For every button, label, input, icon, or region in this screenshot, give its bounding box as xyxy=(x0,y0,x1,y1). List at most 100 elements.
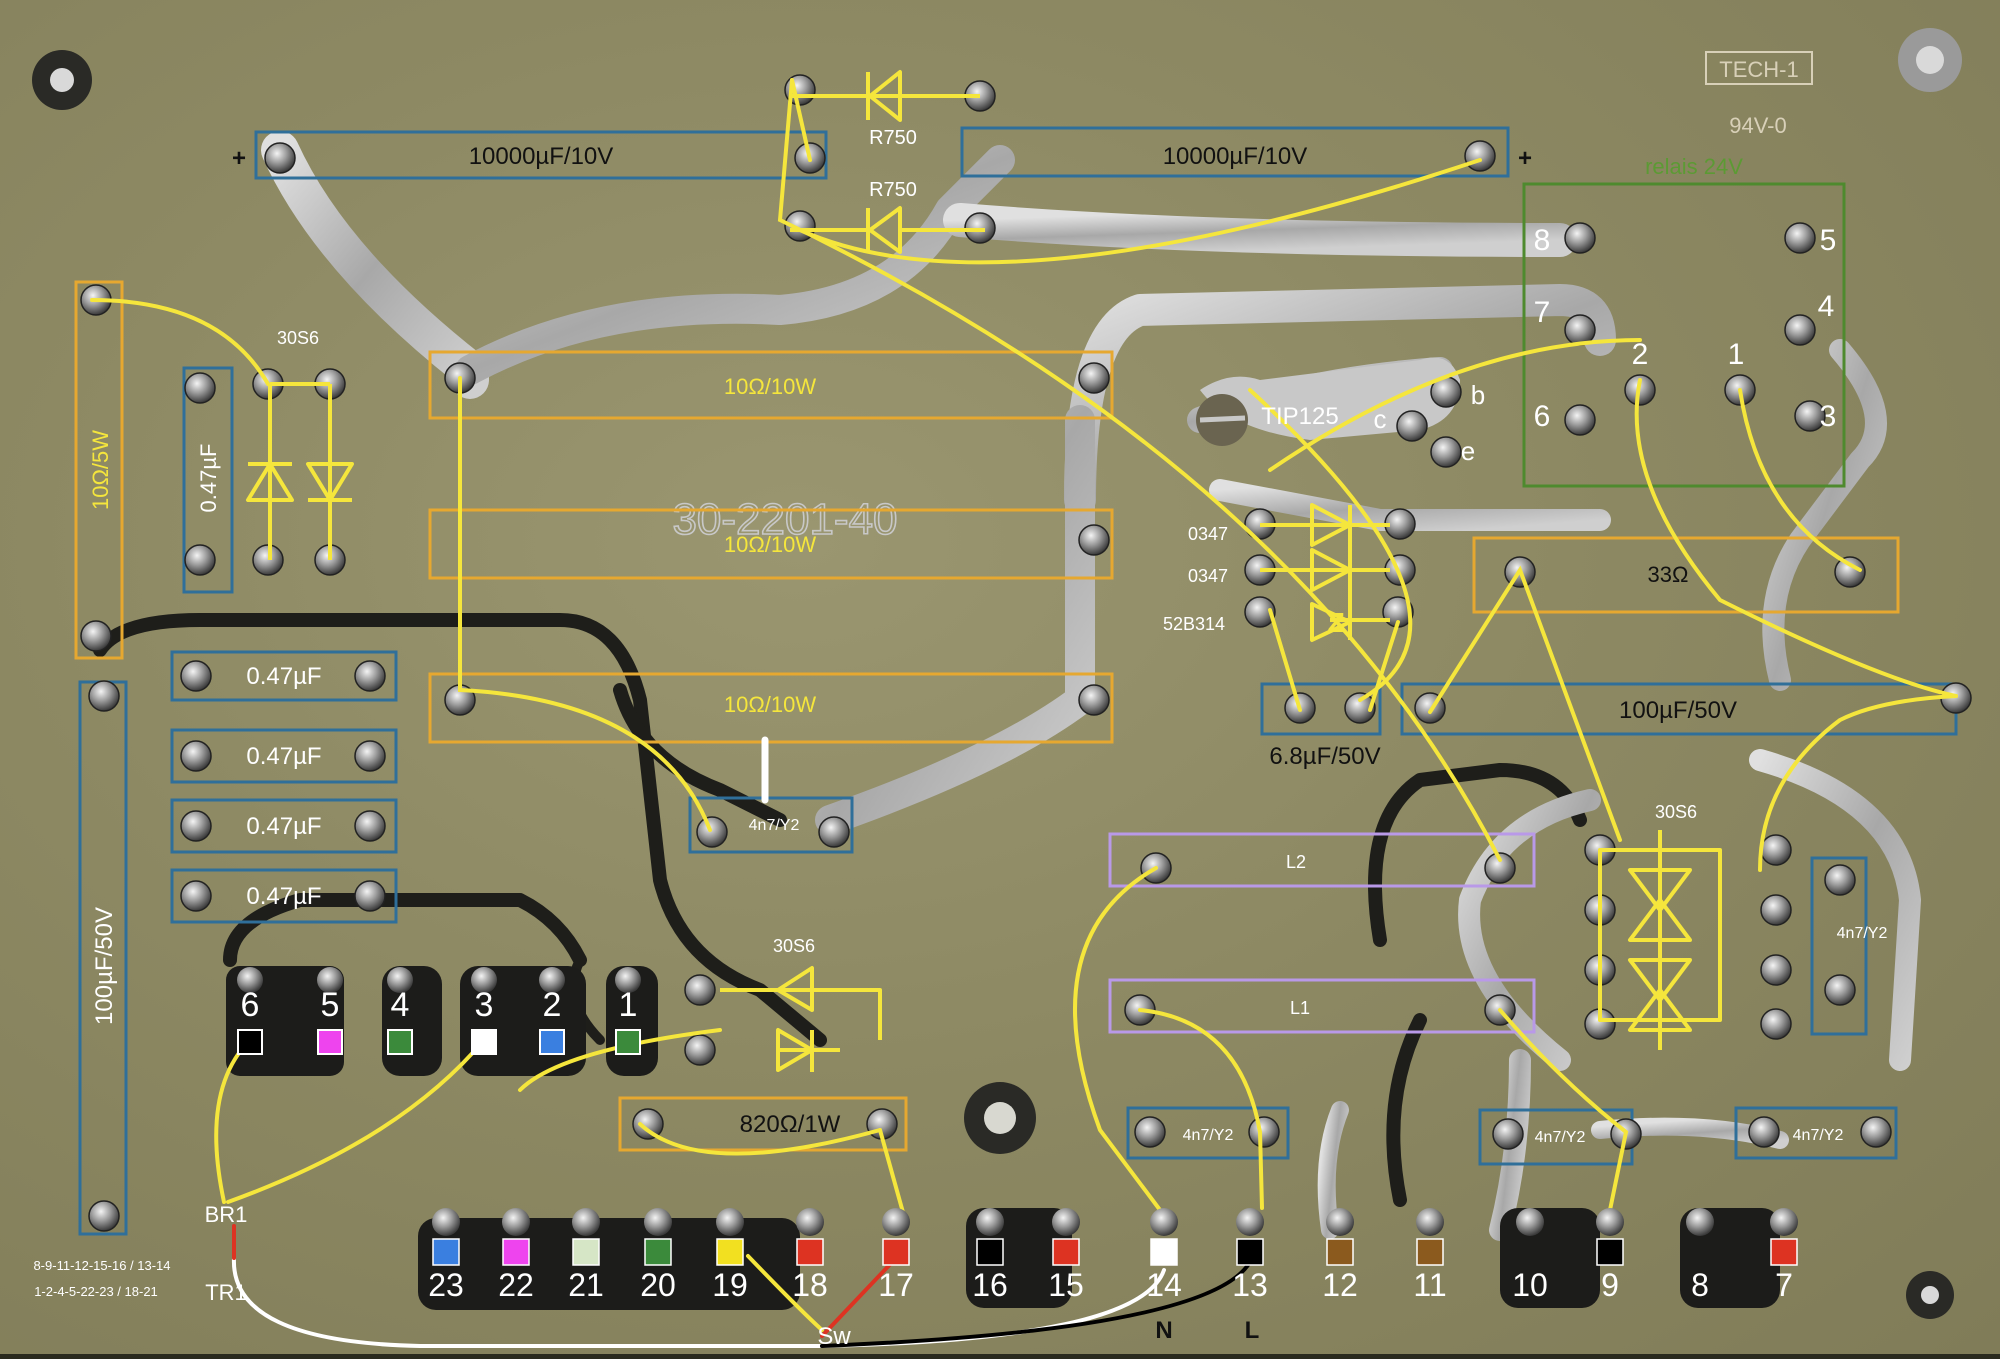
diode-30s6-right-label: 30S6 xyxy=(1655,802,1697,822)
bottom-pin-21[interactable]: 21 xyxy=(568,1208,604,1303)
bottom-pin-8[interactable]: 8 xyxy=(1686,1208,1714,1303)
coil-l1-label: L1 xyxy=(1290,998,1310,1018)
top-pin-2[interactable]: 2 xyxy=(539,967,565,1055)
top-pin-3[interactable]: 3 xyxy=(471,967,497,1055)
tip-b-label: b xyxy=(1471,380,1485,410)
wire-color-swatch xyxy=(882,1238,910,1266)
bottom-pin-15[interactable]: 15 xyxy=(1048,1208,1084,1303)
top-pin-5[interactable]: 5 xyxy=(317,967,343,1055)
resistor-boxes xyxy=(74,280,1900,1152)
bottom-pin-7[interactable]: 7 xyxy=(1770,1208,1798,1303)
wire-color-swatch xyxy=(317,1029,343,1055)
top-connector: 6 5 4 3 2 1 xyxy=(237,967,641,1055)
capacitor-boxes xyxy=(78,126,1958,1236)
bottom-pin-23[interactable]: 23 xyxy=(428,1208,464,1303)
relay-pin-8: 8 xyxy=(1534,224,1551,257)
cap-4n7-n-label: 4n7/Y2 xyxy=(1183,1127,1234,1144)
relay-pin-2: 2 xyxy=(1632,338,1649,371)
cap-047-vertical-label: 0.47µF xyxy=(196,444,221,513)
solder-pad xyxy=(264,142,296,174)
bottom-pin-label: 9 xyxy=(1601,1267,1619,1303)
wire-color-swatch xyxy=(716,1238,744,1266)
cap-4n7-c-label: 4n7/Y2 xyxy=(1535,1129,1586,1146)
res10w-3-label: 10Ω/10W xyxy=(724,692,817,717)
wire-color-swatch xyxy=(1770,1238,1798,1266)
solder-pad xyxy=(1760,894,1792,926)
bottom-pin-14[interactable]: 14 xyxy=(1146,1208,1182,1303)
zener-mark: Z xyxy=(1327,607,1344,638)
wire-color-swatch xyxy=(1052,1238,1080,1266)
cap-4n7-mid-label: 4n7/Y2 xyxy=(749,817,800,834)
solder-pad xyxy=(180,880,212,912)
bottom-pin-label: 12 xyxy=(1322,1267,1358,1303)
top-pin-6[interactable]: 6 xyxy=(237,967,263,1055)
top-pin-label: 5 xyxy=(321,986,340,1024)
bottom-pin-11[interactable]: 11 xyxy=(1413,1208,1447,1303)
solder-pad xyxy=(180,660,212,692)
solder-pad xyxy=(180,740,212,772)
relay-label: relais 24V xyxy=(1645,154,1743,179)
cap-047-1-label: 0.47µF xyxy=(246,663,321,690)
wire-color-swatch xyxy=(1236,1238,1264,1266)
solder-pad xyxy=(1248,1116,1280,1148)
wire-color-swatch xyxy=(1596,1238,1624,1266)
bottom-pin-17[interactable]: 17 xyxy=(878,1208,914,1303)
wire-color-swatch xyxy=(644,1238,672,1266)
bottom-pin-13[interactable]: 13 xyxy=(1232,1208,1268,1303)
top-pin-1[interactable]: 1 xyxy=(615,967,641,1055)
solder-pad xyxy=(1492,1118,1524,1150)
sw-label: Sw xyxy=(817,1323,851,1350)
bottom-pin-label: 13 xyxy=(1232,1267,1268,1303)
board-rating-label: 94V-0 xyxy=(1729,113,1787,138)
solder-pad xyxy=(1824,864,1856,896)
wire-color-swatch xyxy=(1326,1238,1354,1266)
relay-pin-3: 3 xyxy=(1820,400,1837,433)
plus-sign-right: + xyxy=(1518,145,1532,172)
top-pin-label: 1 xyxy=(619,986,638,1024)
solder-pad xyxy=(1564,404,1596,436)
cap-4n7-r-label: 4n7/Y2 xyxy=(1793,1127,1844,1144)
diode-symbols xyxy=(246,70,1722,1072)
yellow-wires xyxy=(90,78,1958,1332)
bottom-pin-label: 20 xyxy=(640,1267,676,1303)
wire-color-swatch xyxy=(615,1029,641,1055)
wire-color-swatch xyxy=(539,1029,565,1055)
wire-color-swatch xyxy=(471,1029,497,1055)
solder-pad xyxy=(632,1108,664,1140)
top-pin-label: 3 xyxy=(475,986,494,1024)
bottom-pin-20[interactable]: 20 xyxy=(640,1208,676,1303)
board-markings: TECH-1 94V-0 30-2201-40 xyxy=(672,51,1813,545)
diode-0347-2-label: 0347 xyxy=(1188,566,1228,586)
res10-5w-label: 10Ω/5W xyxy=(88,430,113,510)
bottom-pin-10[interactable]: 10 xyxy=(1512,1208,1548,1303)
top-pin-label: 6 xyxy=(241,986,260,1024)
relay-pin-5: 5 xyxy=(1820,224,1837,257)
n-label: N xyxy=(1155,1317,1172,1344)
diode-30s6-mid-label: 30S6 xyxy=(773,936,815,956)
solder-pad xyxy=(184,544,216,576)
top-pin-4[interactable]: 4 xyxy=(387,967,413,1055)
solder-pad xyxy=(1078,362,1110,394)
bottom-pin-19[interactable]: 19 xyxy=(712,1208,748,1303)
board-number-label: 30-2201-40 xyxy=(672,495,897,544)
solder-pad xyxy=(88,680,120,712)
bottom-pin-22[interactable]: 22 xyxy=(498,1208,534,1303)
cap-100-right-label: 100µF/50V xyxy=(1619,697,1737,724)
diode-30s6-top-label: 30S6 xyxy=(277,328,319,348)
relay-pin-4: 4 xyxy=(1818,290,1835,323)
top-pin-label: 2 xyxy=(543,986,562,1024)
solder-pad xyxy=(818,816,850,848)
bottom-pin-12[interactable]: 12 xyxy=(1322,1208,1358,1303)
solder-pad xyxy=(88,1200,120,1232)
br1-label: BR1 xyxy=(205,1202,248,1227)
bottom-pin-18[interactable]: 18 xyxy=(792,1208,828,1303)
coil-boxes xyxy=(1108,832,1536,1034)
cap-047-2-label: 0.47µF xyxy=(246,743,321,770)
tip125-label: TIP125 xyxy=(1261,403,1338,430)
cap-100-left-label: 100µF/50V xyxy=(91,907,118,1025)
bottom-pin-16[interactable]: 16 xyxy=(972,1208,1008,1303)
bottom-pin-9[interactable]: 9 xyxy=(1596,1208,1624,1303)
solder-pad xyxy=(1134,1116,1166,1148)
bottom-pin-label: 11 xyxy=(1413,1267,1446,1303)
